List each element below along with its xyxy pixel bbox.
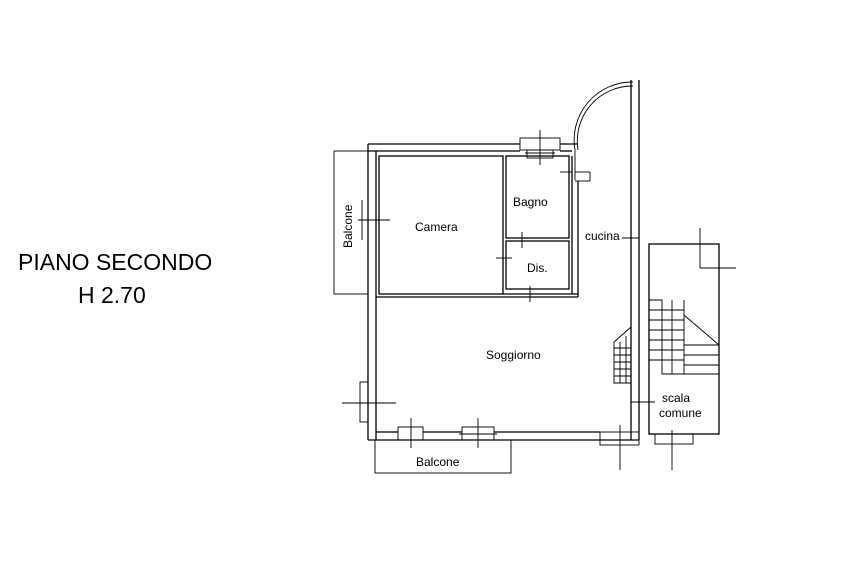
common-stair — [648, 228, 736, 470]
vent-top — [519, 130, 561, 165]
label-balcone-bottom: Balcone — [416, 455, 460, 469]
label-dis: Dis. — [527, 261, 548, 275]
plan-title: PIANO SECONDO — [18, 249, 212, 275]
bottom-balcony — [374, 418, 640, 474]
left-window — [342, 381, 396, 423]
label-cucina: cucina — [585, 229, 620, 243]
entrance-door-arc — [573, 81, 634, 182]
label-bagno: Bagno — [513, 195, 548, 209]
ceiling-height: H 2.70 — [78, 282, 146, 308]
internal-walls — [376, 155, 579, 298]
label-camera: Camera — [415, 220, 458, 234]
label-balcone-left: Balcone — [341, 204, 355, 248]
label-soggiorno: Soggiorno — [486, 348, 541, 362]
label-scala: scala — [662, 391, 690, 405]
label-comune: comune — [659, 406, 702, 420]
room-marks — [496, 171, 655, 403]
internal-stair — [613, 326, 632, 384]
left-balcony — [333, 150, 390, 295]
